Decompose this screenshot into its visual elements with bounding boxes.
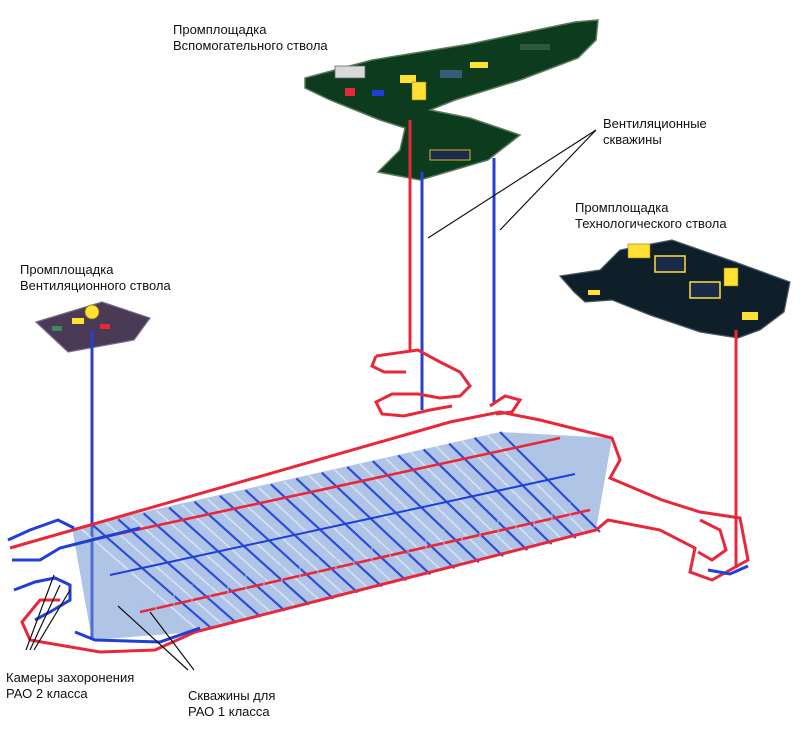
drift-line (461, 440, 565, 542)
drift-line (359, 463, 468, 566)
drift-line (168, 506, 286, 612)
storage-panel (7, 348, 750, 654)
label-tech-shaft: Промплощадка Технологического ствола (575, 200, 727, 232)
cross-drift (89, 436, 561, 542)
drift-line (333, 469, 443, 572)
drift-line (397, 454, 504, 558)
drift-line (79, 527, 201, 633)
drift-line (92, 524, 213, 630)
label-chambers: Камеры захоронения РАО 2 класса (6, 670, 134, 702)
leader-lines (25, 129, 597, 671)
label-chambers-line1: Камеры захоронения (6, 670, 135, 685)
drift-line (142, 512, 262, 618)
label-wells-line1: Скважины для (188, 688, 276, 703)
drift-line (486, 434, 589, 536)
drift-line (473, 437, 577, 539)
drift-line (283, 480, 395, 585)
label-vent-shaft: Промплощадка Вентиляционного ствола (20, 262, 171, 294)
drift-line (257, 486, 371, 591)
drift-line (244, 489, 359, 594)
label-aux-shaft: Промплощадка Вспомогательного ствола (173, 22, 328, 54)
drift-line (206, 498, 322, 603)
rao1-wells (119, 502, 571, 618)
label-vent-wells: Вентиляционные скважины (603, 116, 707, 148)
label-aux-shaft-line1: Промплощадка (173, 22, 267, 37)
label-tech-shaft-line2: Технологического ствола (575, 216, 727, 231)
aux-shaft-platform (304, 19, 599, 181)
label-wells-line2: РАО 1 класса (188, 704, 270, 719)
drift-line (270, 483, 383, 588)
drift-line (181, 504, 298, 609)
drift-line (295, 477, 407, 582)
drift-line (308, 475, 419, 579)
drift-line (219, 495, 335, 600)
drift-line (384, 457, 492, 560)
drift-line (193, 500, 310, 606)
tech-shaft-platform (558, 239, 791, 339)
drift-line (232, 492, 346, 597)
label-chambers-line2: РАО 2 класса (6, 686, 88, 701)
drift-line (321, 471, 432, 576)
label-vent-wells-line2: скважины (603, 132, 662, 147)
drift-line (410, 451, 516, 554)
label-wells: Скважины для РАО 1 класса (188, 688, 275, 720)
label-vent-shaft-line2: Вентиляционного ствола (20, 278, 171, 293)
drift-line (155, 509, 274, 615)
cross-drift (109, 473, 576, 576)
drift-line (104, 521, 225, 627)
drift-line (346, 466, 456, 570)
drift-line (130, 515, 250, 621)
vent-shaft-platform (34, 301, 151, 353)
drift-line (422, 448, 529, 551)
label-aux-shaft-line2: Вспомогательного ствола (173, 38, 328, 53)
label-tech-shaft-line1: Промплощадка (575, 200, 669, 215)
drift-line (117, 518, 238, 624)
label-vent-wells-line1: Вентиляционные (603, 116, 707, 131)
drift-line (435, 445, 540, 548)
drift-line (371, 460, 480, 564)
cross-drift (139, 508, 591, 614)
label-vent-shaft-line1: Промплощадка (20, 262, 114, 277)
